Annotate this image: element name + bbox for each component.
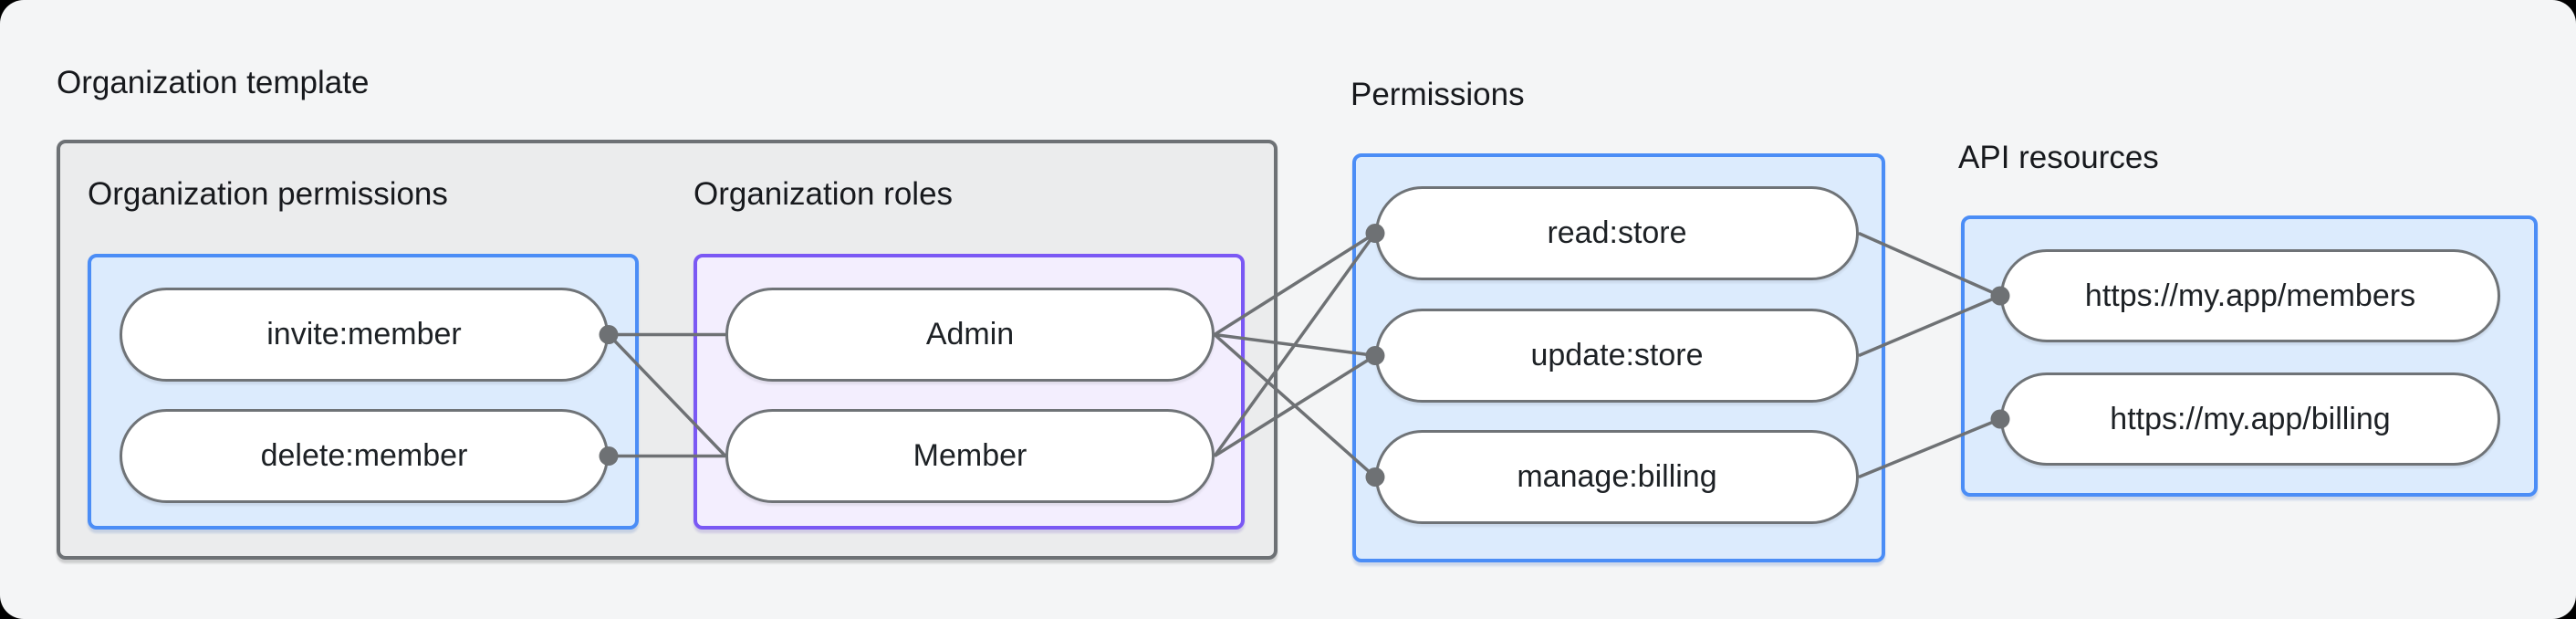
api-resources-label: API resources bbox=[1958, 140, 2159, 175]
node-api-billing: https://my.app/billing bbox=[2000, 372, 2500, 466]
node-member-role: Member bbox=[725, 409, 1215, 503]
org-template-title: Organization template bbox=[57, 65, 370, 100]
org-permissions-label: Organization permissions bbox=[88, 176, 448, 212]
node-admin-role: Admin bbox=[725, 288, 1215, 382]
node-delete-member: delete:member bbox=[120, 409, 609, 503]
node-api-members: https://my.app/members bbox=[2000, 249, 2500, 342]
node-read-store: read:store bbox=[1375, 186, 1859, 280]
node-invite-member: invite:member bbox=[120, 288, 609, 382]
org-roles-label: Organization roles bbox=[694, 176, 954, 212]
permissions-label: Permissions bbox=[1351, 77, 1525, 112]
node-manage-billing: manage:billing bbox=[1375, 430, 1859, 524]
node-update-store: update:store bbox=[1375, 309, 1859, 403]
